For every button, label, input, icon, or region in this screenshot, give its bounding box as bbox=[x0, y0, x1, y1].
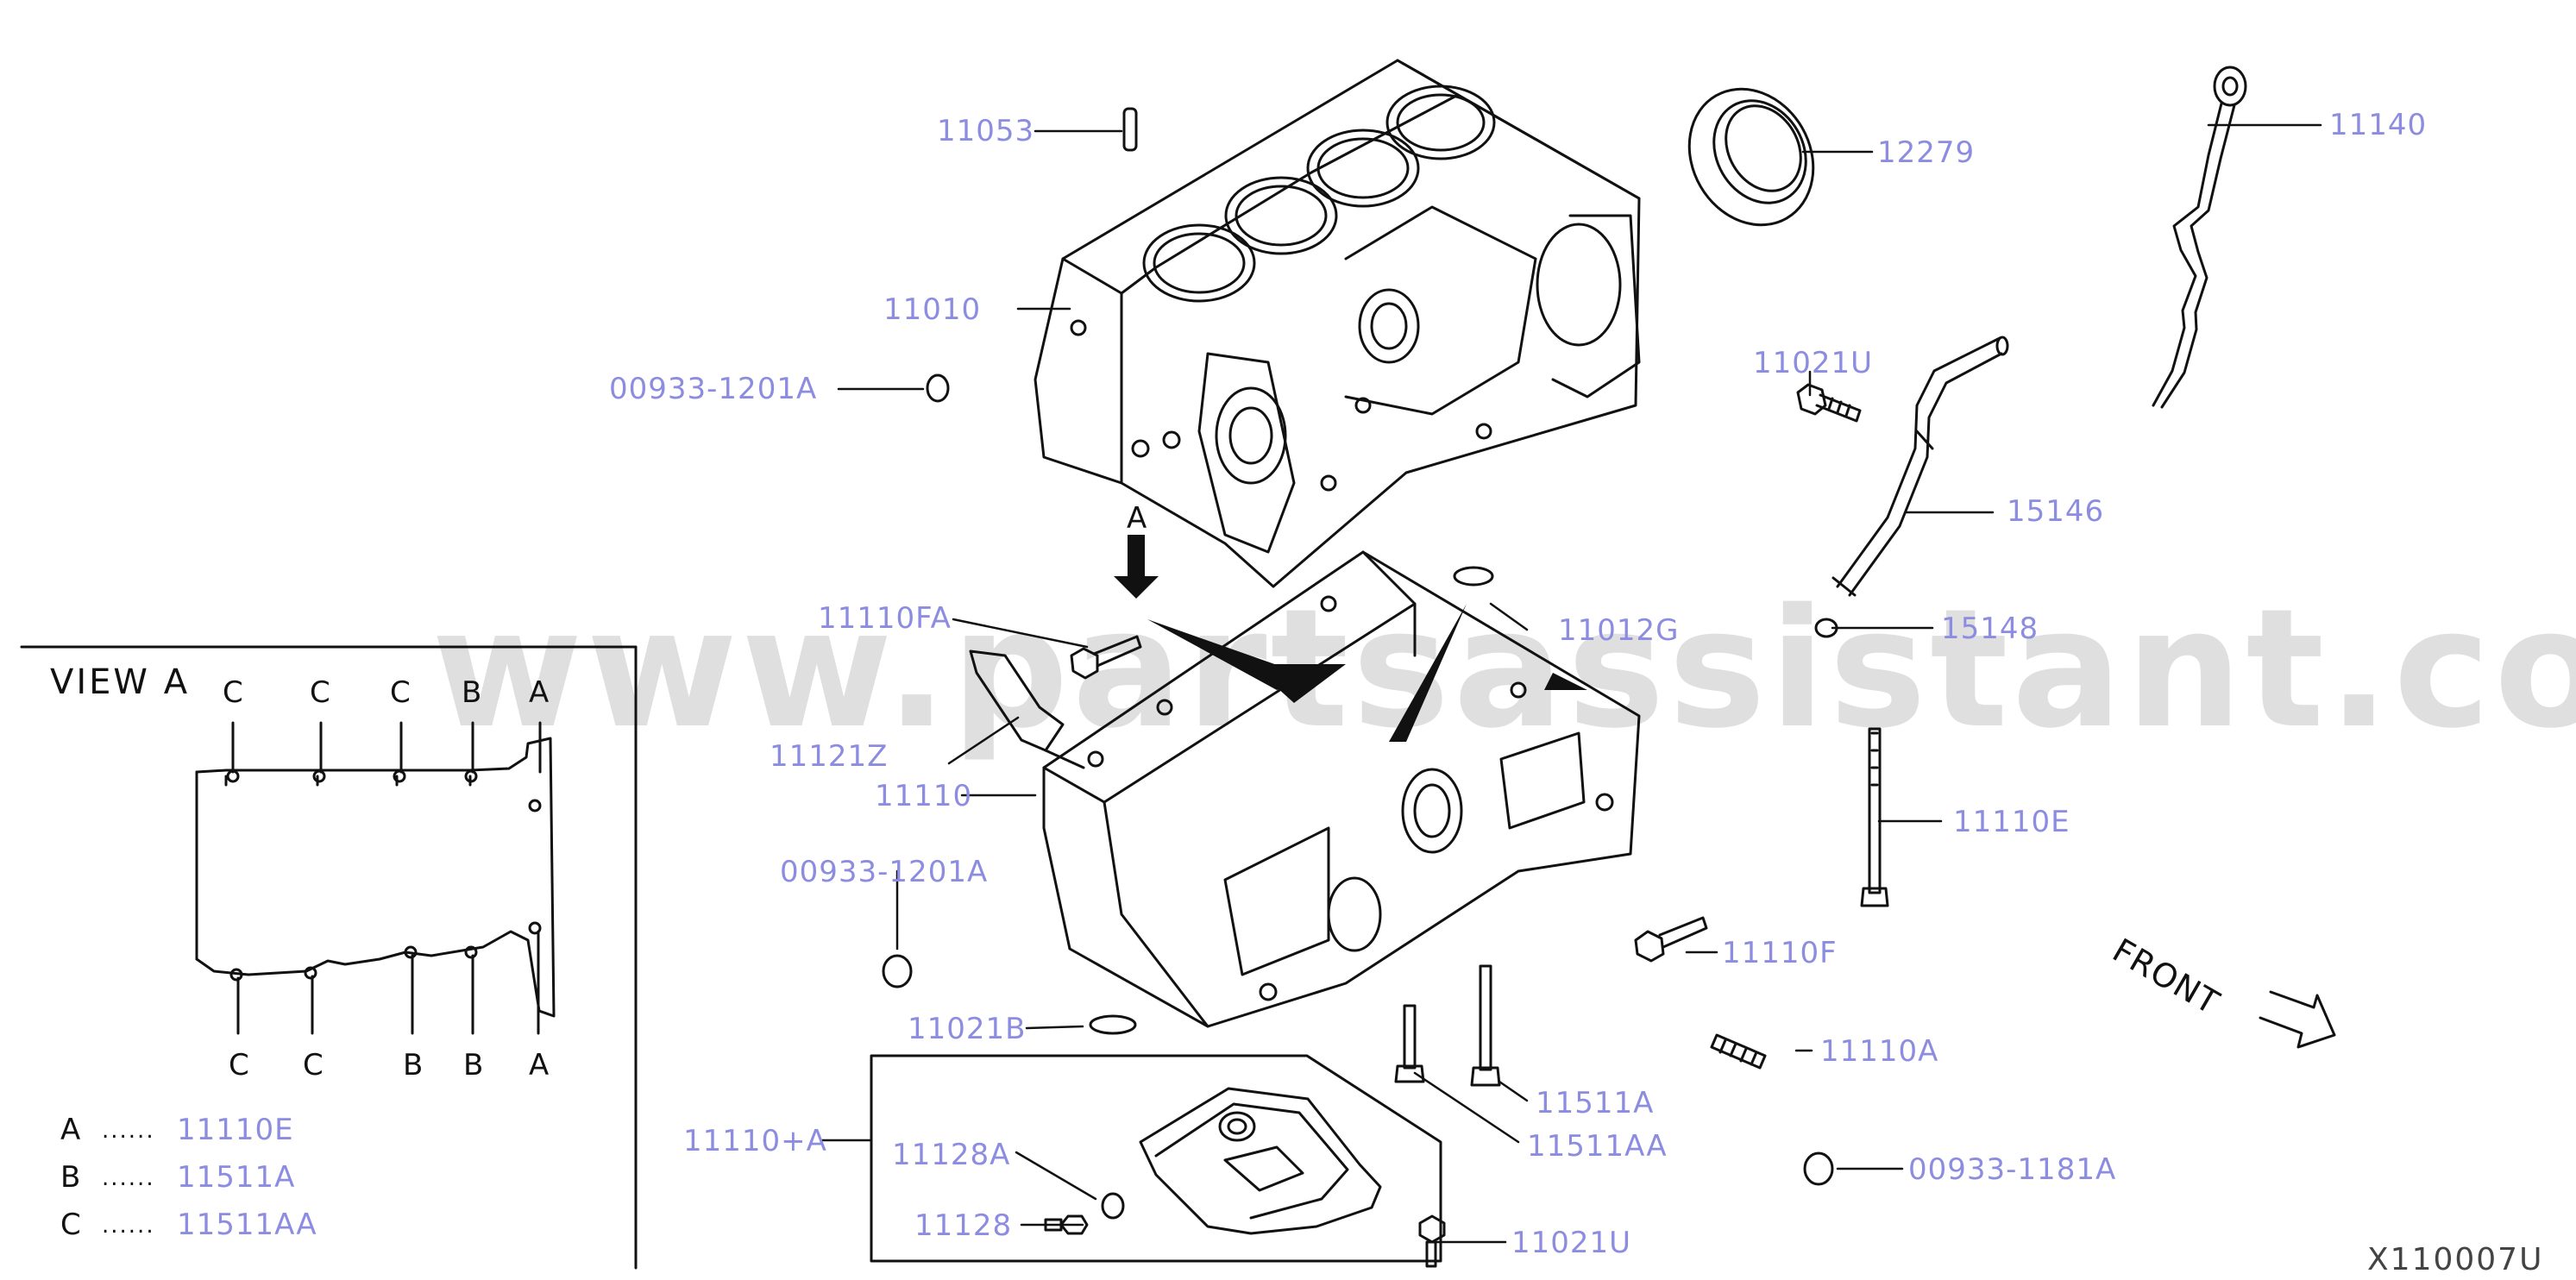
view-a-bottom-letter: C bbox=[303, 1048, 324, 1082]
gasket-11012G bbox=[1453, 566, 1494, 587]
view-a-bottom-letter: B bbox=[463, 1048, 485, 1082]
view-a-title: VIEW A bbox=[50, 662, 191, 702]
o-ring-15148 bbox=[1814, 618, 1838, 638]
oil-tube-15146 bbox=[1831, 336, 2009, 597]
part-link-15146[interactable]: 15146 bbox=[2007, 494, 2105, 529]
bolt-11021U-top bbox=[1796, 383, 1862, 423]
view-a-frame bbox=[20, 645, 638, 1270]
part-link-11053[interactable]: 11053 bbox=[937, 114, 1035, 148]
washer-11128A bbox=[1101, 1192, 1125, 1220]
stud-11110A bbox=[1710, 1033, 1767, 1070]
legend-part-link[interactable]: 11511AA bbox=[177, 1208, 317, 1242]
part-link-11140[interactable]: 11140 bbox=[2329, 108, 2428, 142]
watermark: www.partsassistant.com bbox=[431, 574, 2576, 764]
legend-dots: ...... bbox=[102, 1213, 155, 1239]
cylinder-block-11010 bbox=[1034, 59, 1641, 588]
legend-key: B bbox=[60, 1160, 82, 1195]
bolt-11110FA bbox=[1070, 635, 1142, 680]
part-link-00933-1201A[interactable]: 00933-1201A bbox=[780, 855, 989, 889]
part-link-00933-1201A[interactable]: 00933-1201A bbox=[609, 372, 818, 406]
view-a-top-letter: C bbox=[310, 675, 331, 710]
part-link-11110-plus-a[interactable]: 11110+A bbox=[683, 1124, 827, 1158]
leader-lines bbox=[820, 123, 2322, 1244]
legend-part-link[interactable]: 11511A bbox=[177, 1160, 296, 1195]
view-a-bottom-letter: C bbox=[229, 1048, 250, 1082]
part-link-00933-1181A[interactable]: 00933-1181A bbox=[1908, 1152, 2117, 1187]
gasket-11021B bbox=[1089, 1014, 1137, 1035]
bolt-11511AA bbox=[1394, 1004, 1425, 1083]
bolt-11511A bbox=[1470, 964, 1501, 1087]
part-link-11121Z[interactable]: 11121Z bbox=[770, 739, 889, 774]
part-link-12279[interactable]: 12279 bbox=[1877, 135, 1976, 170]
bolt-11021U-bottom bbox=[1418, 1214, 1446, 1268]
oil-pan bbox=[1139, 1087, 1382, 1235]
part-link-11110FA[interactable]: 11110FA bbox=[818, 601, 952, 636]
legend-dots: ...... bbox=[102, 1165, 155, 1191]
bolt-11110E bbox=[1860, 727, 1889, 907]
dipstick-11140 bbox=[2152, 66, 2247, 409]
part-link-11128A[interactable]: 11128A bbox=[892, 1138, 1011, 1172]
view-a-top-letter: B bbox=[462, 675, 483, 710]
pointer-wedges bbox=[1147, 604, 1587, 742]
view-a-top-letter: C bbox=[390, 675, 412, 710]
view-a-top-letter: C bbox=[223, 675, 244, 710]
legend-key: A bbox=[60, 1113, 82, 1147]
legend-dots: ...... bbox=[102, 1118, 155, 1144]
view-a-bottom-letter: A bbox=[529, 1048, 550, 1082]
front-arrow bbox=[2259, 990, 2336, 1049]
oil-pan-group-box bbox=[870, 1054, 1442, 1263]
part-link-15148[interactable]: 15148 bbox=[1941, 612, 2039, 646]
plug-00933-1181A bbox=[1803, 1151, 1834, 1186]
part-link-11110[interactable]: 11110 bbox=[875, 779, 973, 813]
plug-00933-1201A-top bbox=[926, 373, 950, 403]
part-link-11110A[interactable]: 11110A bbox=[1820, 1034, 1939, 1069]
part-link-11110E[interactable]: 11110E bbox=[1953, 805, 2070, 839]
part-link-11010[interactable]: 11010 bbox=[883, 292, 982, 327]
part-link-11511A[interactable]: 11511A bbox=[1536, 1086, 1655, 1120]
view-a-bottom-letter: B bbox=[403, 1048, 424, 1082]
ladder-frame-11110 bbox=[1042, 550, 1641, 1028]
plug-00933-1201A-mid bbox=[882, 954, 913, 988]
legend-part-link[interactable]: 11110E bbox=[177, 1113, 294, 1147]
drain-plug-11128 bbox=[1044, 1214, 1089, 1235]
view-arrow-a bbox=[1114, 535, 1159, 599]
part-link-11021U[interactable]: 11021U bbox=[1753, 346, 1874, 380]
diagram-reference-code: X110007U bbox=[2367, 1242, 2544, 1277]
bolt-11110F bbox=[1634, 916, 1708, 963]
dowel-pin-11053 bbox=[1122, 107, 1138, 152]
view-arrow-label: A bbox=[1127, 501, 1148, 536]
part-link-11012G[interactable]: 11012G bbox=[1558, 613, 1680, 648]
part-link-11021B[interactable]: 11021B bbox=[908, 1012, 1027, 1046]
part-link-11511AA[interactable]: 11511AA bbox=[1527, 1129, 1668, 1164]
part-link-11021U[interactable]: 11021U bbox=[1511, 1226, 1632, 1260]
part-link-11128[interactable]: 11128 bbox=[914, 1208, 1013, 1243]
sealant-tube-11121Z bbox=[969, 649, 1085, 769]
legend-key: C bbox=[60, 1208, 82, 1242]
oil-seal-12279 bbox=[1687, 87, 1815, 227]
view-a-top-letter: A bbox=[529, 675, 550, 710]
part-link-11110F[interactable]: 11110F bbox=[1722, 936, 1838, 970]
view-a-outline bbox=[195, 721, 556, 1035]
